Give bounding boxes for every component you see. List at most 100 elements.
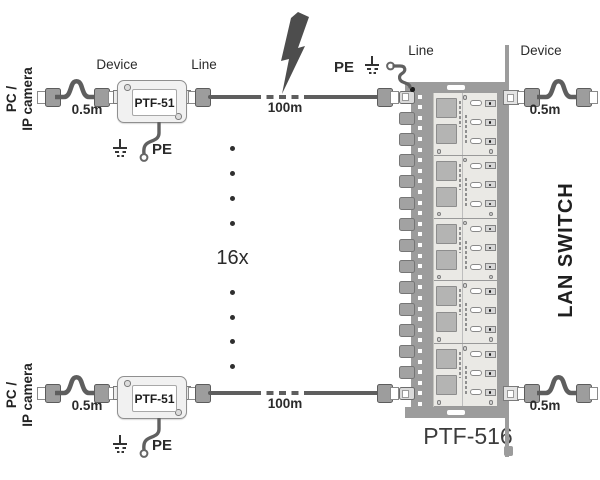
vent-hole bbox=[418, 348, 422, 353]
port-tab bbox=[399, 111, 415, 125]
panel-left-strip bbox=[411, 82, 433, 418]
protection-module bbox=[433, 344, 497, 407]
port-tab bbox=[399, 260, 415, 274]
patch-cable-icon bbox=[55, 374, 97, 396]
panel-device-side-label: Device bbox=[520, 43, 562, 58]
vent-hole bbox=[418, 359, 422, 364]
screw-icon bbox=[124, 84, 131, 91]
port-tab bbox=[399, 154, 415, 168]
panel-mount-dot bbox=[410, 87, 415, 92]
rj45-plug-tip-icon bbox=[390, 90, 399, 104]
surge-protector-label: PTF-51 bbox=[132, 89, 177, 116]
port-tab bbox=[399, 387, 415, 401]
port-tab bbox=[399, 345, 415, 359]
panel-line-side-label: Line bbox=[408, 43, 434, 58]
line-port-label: Line bbox=[191, 57, 217, 72]
vent-hole bbox=[418, 115, 422, 120]
endpoint-label-line2: IP camera bbox=[19, 363, 35, 427]
line-cable bbox=[304, 94, 379, 100]
short-cable-label: 0.5m bbox=[529, 102, 561, 117]
pe-wire-icon bbox=[139, 122, 161, 162]
vent-hole bbox=[418, 253, 422, 258]
patch-cable-icon bbox=[55, 78, 97, 100]
repetition-dot bbox=[230, 146, 235, 151]
pe-label: PE bbox=[152, 141, 173, 158]
vent-hole bbox=[418, 168, 422, 173]
vent-hole bbox=[418, 242, 422, 247]
ring-terminal-icon bbox=[139, 153, 149, 162]
vent-hole bbox=[418, 126, 422, 131]
port-tab bbox=[399, 302, 415, 316]
vent-hole bbox=[418, 327, 422, 332]
vent-hole bbox=[418, 232, 422, 237]
protection-module bbox=[433, 218, 497, 282]
endpoint-label-line1: PC / bbox=[4, 85, 19, 113]
lan-switch-label: LAN SWITCH bbox=[555, 182, 577, 318]
screw-icon bbox=[175, 409, 182, 416]
surge-protector-box: PTF-51 bbox=[117, 376, 187, 419]
screw-icon bbox=[175, 113, 182, 120]
line-cable bbox=[208, 390, 256, 396]
ground-icon bbox=[364, 56, 380, 76]
vent-hole bbox=[418, 158, 422, 163]
patch-panel-label: PTF-516 bbox=[423, 423, 513, 449]
panel-device-port bbox=[503, 386, 519, 401]
port-tab bbox=[399, 90, 415, 104]
patch-cable-icon bbox=[537, 78, 579, 100]
protection-module bbox=[433, 281, 497, 345]
endpoint-label-line1: PC / bbox=[4, 381, 19, 409]
port-tab bbox=[399, 281, 415, 295]
surge-protector-label: PTF-51 bbox=[132, 385, 177, 412]
panel-bottom-arrow-icon bbox=[447, 410, 465, 415]
repetition-dot bbox=[230, 196, 235, 201]
repetition-dot bbox=[230, 314, 235, 320]
vent-hole bbox=[418, 179, 422, 184]
vent-hole bbox=[418, 370, 422, 375]
repetition-dot bbox=[230, 290, 235, 295]
panel-pe-label: PE bbox=[334, 59, 355, 76]
vent-hole bbox=[418, 105, 422, 110]
surge-protector-box: PTF-51 bbox=[117, 80, 187, 123]
bracket-hook bbox=[504, 446, 513, 456]
cable-break-icon bbox=[254, 94, 306, 100]
vent-hole bbox=[418, 295, 422, 300]
long-cable-label: 100m bbox=[267, 396, 303, 411]
rj45-plug-tip-icon bbox=[390, 386, 399, 400]
vent-hole bbox=[418, 211, 422, 216]
pe-label: PE bbox=[152, 437, 173, 454]
cable-break-icon bbox=[254, 390, 306, 396]
port-tab bbox=[399, 196, 415, 210]
pe-wire-icon bbox=[139, 418, 161, 458]
protection-module bbox=[433, 93, 497, 156]
port-tab bbox=[399, 366, 415, 380]
port-tab bbox=[399, 323, 415, 337]
ground-icon bbox=[112, 139, 128, 159]
endpoint-label-line2: IP camera bbox=[19, 67, 35, 131]
device-port-label: Device bbox=[96, 57, 138, 72]
vent-hole bbox=[418, 274, 422, 279]
repetition-dot bbox=[230, 221, 235, 226]
vent-hole bbox=[418, 401, 422, 406]
long-cable-label: 100m bbox=[267, 100, 303, 115]
vent-hole bbox=[418, 147, 422, 152]
lightning-icon bbox=[281, 12, 309, 94]
line-cable bbox=[304, 390, 379, 396]
repetition-dot bbox=[230, 364, 235, 370]
panel-top-arrow-icon bbox=[447, 85, 465, 90]
link-row-bottom: PC / IP camera 0.5m PTF-51 PE bbox=[0, 351, 600, 480]
screw-icon bbox=[124, 380, 131, 387]
vent-hole bbox=[418, 136, 422, 141]
patch-cable-icon bbox=[537, 374, 579, 396]
port-tab bbox=[399, 175, 415, 189]
repetition-dot bbox=[230, 171, 235, 176]
ring-terminal-icon bbox=[139, 449, 149, 458]
panel-pe-wire-icon bbox=[386, 61, 412, 89]
vent-hole bbox=[418, 189, 422, 194]
vent-hole bbox=[418, 317, 422, 322]
link-row-top: PC / IP camera 0.5m PTF-51 PE bbox=[0, 55, 600, 185]
rj45-plug-tip-icon bbox=[589, 90, 598, 104]
ground-icon bbox=[112, 435, 128, 455]
port-tab bbox=[399, 217, 415, 231]
vent-hole bbox=[418, 338, 422, 343]
